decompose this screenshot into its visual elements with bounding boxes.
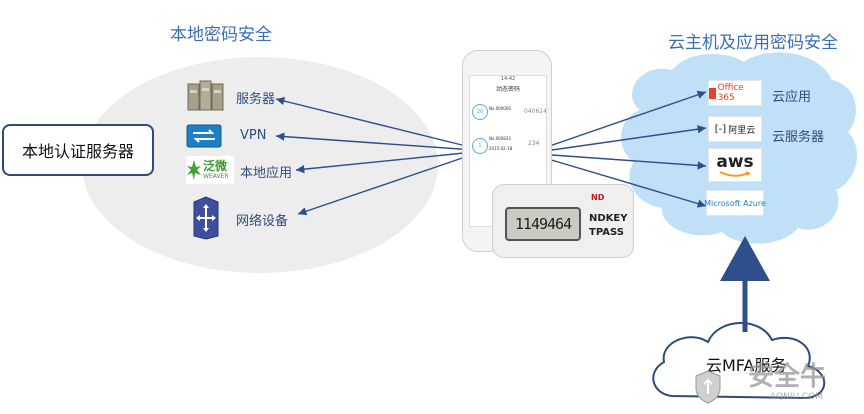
aws-logo-text: aws [716,152,754,172]
azure-logo: Microsoft Azure [704,190,766,216]
weaver-app-icon: 泛微 WEAVER [186,156,234,184]
token-display-code: 1149464 [514,215,572,233]
azure-logo-text: Microsoft Azure [704,198,766,208]
local-item-label-server: 服务器 [236,92,276,107]
cloud-title: 云主机及应用密码安全 [668,33,838,53]
local-zone-ellipse [82,57,438,273]
local-item-label-network: 网络设备 [236,214,289,229]
token-brand-line1: NDKEY [589,213,628,224]
weaver-logo-text: 泛微 [203,159,228,173]
phone-row-code: 234 [528,140,540,147]
local-auth-server-label: 本地认证服务器 [21,142,134,161]
watermark-text: 安全牛 [748,362,827,392]
aliyun-logo: [-] 阿里云 [708,116,762,142]
local-item-label-vpn: VPN [240,128,267,143]
local-auth-server-box: 本地认证服务器 [2,124,154,176]
office365-logo: Office 365 [708,80,762,106]
phone-row-code: 040624 [524,108,547,115]
office365-icon [709,87,716,99]
watermark-sub: AQNIU.COM [770,392,824,402]
phone-row-name: No.000000 [489,106,511,111]
cloud-server-label: 云服务器 [772,130,825,145]
phone-row-badge: 1 [472,138,488,154]
token-brand-line2: TPASS [589,227,624,238]
local-arrows [275,96,475,216]
phone-row-1: 20 No.000000 040624 [472,98,547,124]
phone-status-time: 14:42 [500,76,516,82]
network-device-icon [190,196,222,240]
aws-logo: aws [708,148,762,182]
otp-token-device: 1149464 ND NDKEY TPASS [492,184,634,258]
cloud-zone-shape [621,52,858,244]
mfa-label: 云MFA服务 [706,356,787,375]
vpn-icon [186,124,222,148]
token-brand-top: ND [591,193,605,202]
phone-header: 动态密码 [495,86,520,93]
office365-logo-text: Office 365 [717,83,744,103]
aliyun-logo-text: 阿里云 [728,125,756,136]
phone-row-date: 2015-02-18 [489,146,513,151]
phone-row-2: 1 No.000833 2015-02-18 234 [472,132,544,158]
cloud-arrows [537,90,707,208]
local-title: 本地密码安全 [170,25,272,45]
token-display: 1149464 [505,207,581,241]
cloud-app-label: 云应用 [772,90,812,105]
aws-smile-icon [719,171,751,177]
phone-row-badge: 20 [472,104,488,120]
phone-row-name: No.000833 [489,136,511,141]
server-icon [186,78,226,112]
aliyun-icon: [-] [714,123,727,135]
local-item-label-app: 本地应用 [240,166,293,181]
watermark-shield-icon [694,370,722,404]
weaver-logo-sub: WEAVER [203,173,229,180]
